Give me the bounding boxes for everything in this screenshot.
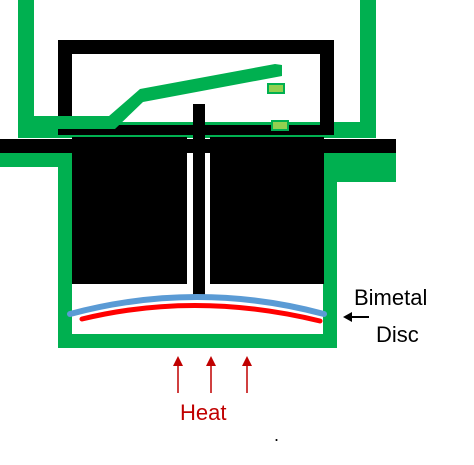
housing-cup-outline bbox=[0, 153, 396, 348]
moving-contact bbox=[267, 83, 285, 94]
bimetal-disc-bottom bbox=[79, 303, 323, 324]
stray-dot: . bbox=[274, 425, 279, 445]
switch-lever bbox=[18, 64, 282, 129]
bimetal-label-line1: Bimetal bbox=[354, 285, 427, 310]
heat-label: Heat bbox=[180, 400, 226, 425]
left-block bbox=[72, 137, 187, 284]
bimetal-pointer-arrow bbox=[343, 312, 369, 322]
right-block bbox=[210, 137, 324, 284]
heat-arrow-3 bbox=[242, 356, 252, 393]
push-rod bbox=[193, 104, 205, 296]
bimetal-disc-top bbox=[67, 294, 327, 317]
heat-arrow-1 bbox=[173, 356, 183, 393]
fixed-contact bbox=[271, 120, 289, 131]
bimetal-label-line2: Disc bbox=[376, 322, 419, 347]
heat-arrow-2 bbox=[206, 356, 216, 393]
